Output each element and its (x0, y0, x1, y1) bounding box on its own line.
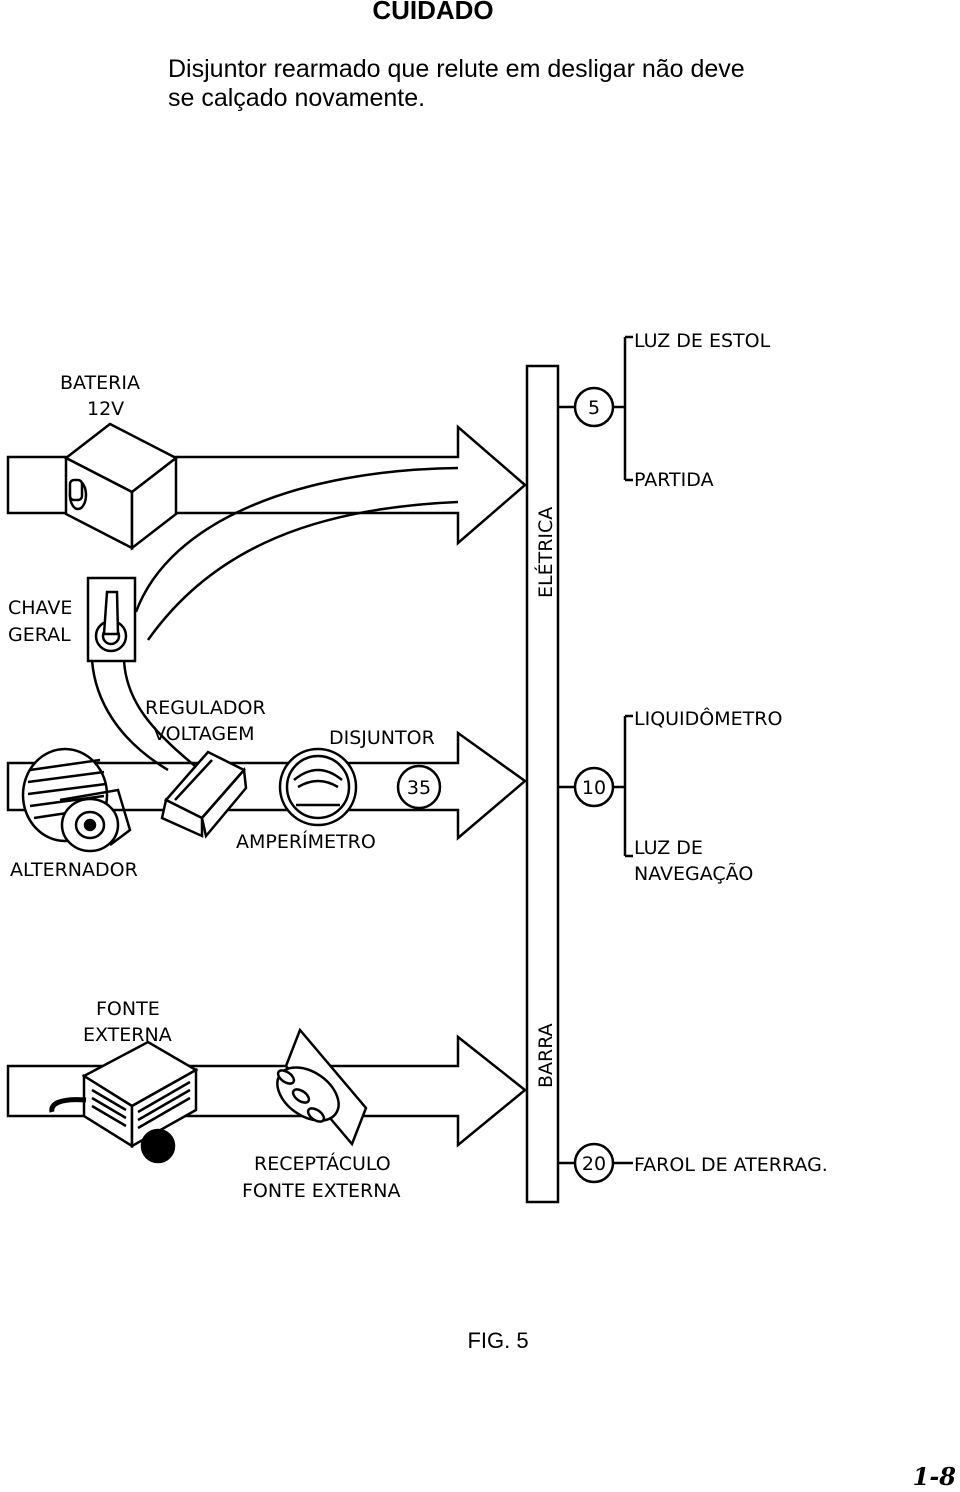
breaker-20-rating: 20 (582, 1153, 606, 1175)
switch-feed-lower (146, 500, 459, 641)
master-switch-icon (86, 576, 137, 663)
label-receptaculo: RECEPTÁCULO (254, 1152, 391, 1175)
label-regulador: REGULADOR (145, 697, 266, 719)
breaker-35-rating: 35 (407, 777, 431, 799)
label-chave: CHAVE (8, 597, 72, 619)
label-farol: FAROL DE ATERRAG. (634, 1154, 828, 1176)
external-receptacle-icon (276, 1027, 368, 1147)
label-luz-estol: LUZ DE ESTOL (634, 330, 771, 352)
caution-text-line-2: se calçado novamente. (168, 84, 426, 112)
caution-text: Disjuntor rearmado que relute em desliga… (168, 55, 868, 113)
battery-icon (63, 422, 179, 551)
electrical-system-diagram: BATERIA 12V CHAVE GERAL REGULADOR VOLTAG… (6, 330, 828, 1204)
label-amperimetro: AMPERÍMETRO (236, 830, 376, 853)
bus-bar (525, 364, 560, 1204)
alternator-icon (21, 747, 132, 853)
label-bus-barra: BARRA (535, 1023, 557, 1088)
switch-feed-upper (134, 466, 459, 613)
breaker-10-rating: 10 (582, 777, 606, 799)
label-liquidometro: LIQUIDÔMETRO (634, 706, 782, 730)
figure-caption: FIG. 5 (467, 1328, 529, 1353)
label-navegacao: NAVEGAÇÃO (634, 862, 753, 885)
label-externa: EXTERNA (83, 1024, 172, 1046)
external-power-unit-icon (49, 1040, 199, 1164)
breaker-20-icon (573, 1142, 615, 1184)
label-bus-eletrica: ELÉTRICA (534, 507, 557, 598)
caution-text-line-1: Disjuntor rearmado que relute em desliga… (168, 55, 745, 83)
label-chave-geral: GERAL (8, 624, 71, 646)
breaker-5-icon (573, 386, 615, 428)
breaker-35-icon (396, 764, 442, 810)
label-disjuntor: DISJUNTOR (329, 727, 435, 749)
label-luz-de: LUZ DE (634, 837, 703, 859)
label-bateria-voltage: 12V (87, 398, 124, 420)
label-fonte-externa: FONTE EXTERNA (242, 1180, 400, 1202)
switch-to-regulator-2 (122, 659, 201, 771)
label-partida: PARTIDA (634, 469, 714, 491)
label-voltagem: VOLTAGEM (153, 723, 255, 745)
label-bateria: BATERIA (60, 372, 140, 394)
voltage-regulator-icon (160, 750, 248, 839)
switch-to-regulator-1 (90, 659, 169, 772)
page-number: 1-8 (912, 1462, 956, 1491)
ammeter-icon (278, 747, 358, 827)
breaker-10-icon (573, 766, 615, 808)
label-alternador: ALTERNADOR (10, 859, 138, 881)
label-fonte: FONTE (96, 998, 160, 1020)
breaker-5-rating: 5 (588, 397, 600, 419)
caution-title: CUIDADO (372, 0, 494, 25)
